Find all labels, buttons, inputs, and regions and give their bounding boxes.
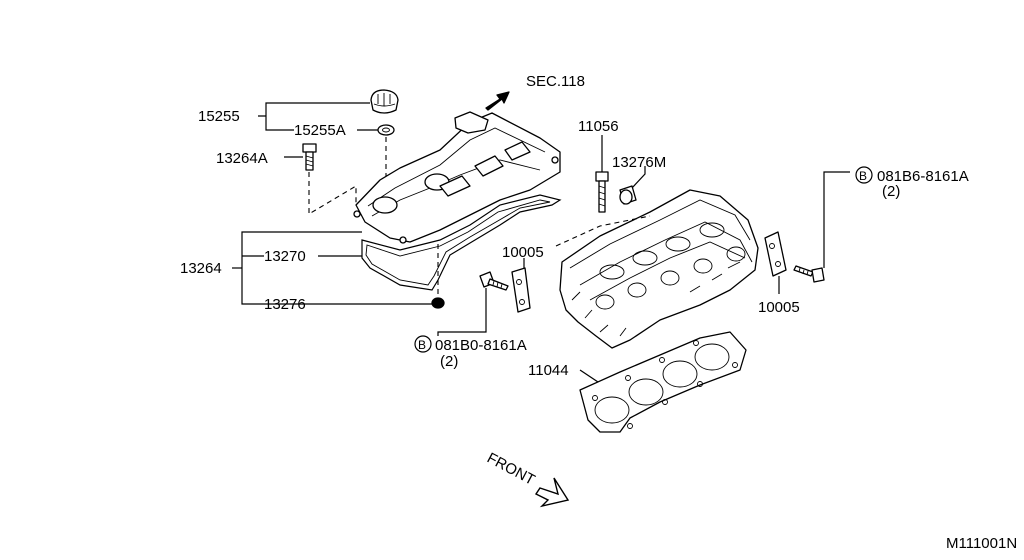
oil-filler-seal <box>377 124 395 136</box>
bolt-13264a <box>302 143 317 171</box>
plug-13276m <box>619 185 637 205</box>
leader-bolt-left <box>437 288 487 336</box>
leader-11044 <box>579 369 599 383</box>
svg-text:B: B <box>859 169 867 183</box>
head-dash-line <box>555 215 651 247</box>
label-13276m: 13276M <box>612 154 666 171</box>
front-arrow <box>534 477 570 508</box>
cylinder-head <box>559 189 759 349</box>
diagram-id: M111001N <box>946 535 1017 552</box>
circle-b-left: B <box>414 335 432 353</box>
rocker-cover <box>353 111 561 244</box>
circle-b-right: B <box>855 166 873 184</box>
label-sec-118: SEC.118 <box>526 73 585 90</box>
label-10005-right: 10005 <box>758 299 800 316</box>
sec-118-arrow <box>485 91 510 111</box>
label-bolt-right: 081B6-8161A <box>877 168 969 185</box>
label-11044: 11044 <box>528 362 569 379</box>
bolt-081b0-left <box>479 271 509 291</box>
leader-bolt-right <box>823 171 850 268</box>
bolt-081b6-right <box>793 265 825 283</box>
label-13264: 13264 <box>180 260 222 277</box>
label-bolt-left-qty: (2) <box>440 353 458 370</box>
bracket-10005-right <box>764 231 787 277</box>
label-11056: 11056 <box>578 118 619 135</box>
grommet-13276 <box>431 297 445 309</box>
label-13264a: 13264A <box>216 150 268 167</box>
label-bolt-left: 081B0-8161A <box>435 337 527 354</box>
label-15255a: 15255A <box>294 122 346 139</box>
bracket-10005-left <box>511 267 531 313</box>
leader-15255 <box>258 102 370 131</box>
label-13276: 13276 <box>264 296 306 313</box>
label-13270: 13270 <box>264 248 306 265</box>
bolt-11056 <box>595 171 609 213</box>
bolt-dash-line <box>308 172 357 215</box>
label-10005-left: 10005 <box>502 244 544 261</box>
rocker-cover-gasket <box>361 194 562 291</box>
label-bolt-right-qty: (2) <box>882 183 900 200</box>
head-gasket-11044 <box>579 331 747 433</box>
oil-filler-cap <box>370 89 399 114</box>
label-15255: 15255 <box>198 108 240 125</box>
svg-text:B: B <box>418 338 426 352</box>
label-front: FRONT <box>484 450 538 489</box>
leader-13276m <box>631 166 646 189</box>
